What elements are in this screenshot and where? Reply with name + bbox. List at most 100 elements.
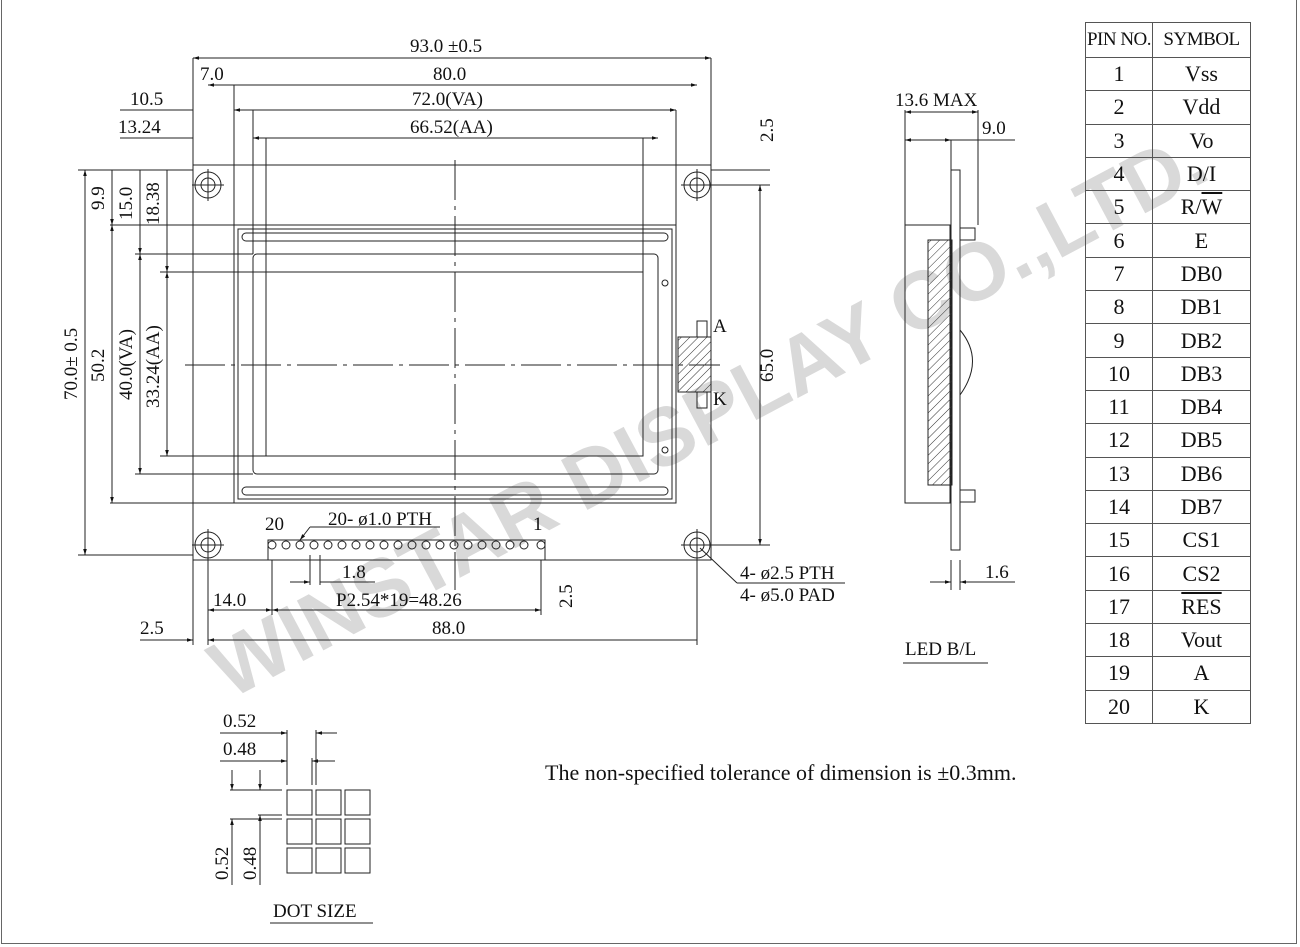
dim-9-9: 9.9 [88,186,109,210]
dot-size-v: 0.48 [240,847,261,880]
dim-hole-pitch-v: 65.0 [757,349,778,382]
dim-pin-pitch: P2.54*19=48.26 [336,590,462,611]
mount-hole-bl [192,529,224,561]
pin-number: 17 [1085,589,1153,625]
pin-number: 15 [1085,523,1153,558]
mount-hole-tl [192,169,224,201]
pin-number: 7 [1085,256,1153,292]
dot-size-caption: DOT SIZE [273,901,357,922]
pin-number: 8 [1085,290,1153,325]
pin-symbol: Vout [1152,623,1251,658]
pin-symbol: DB1 [1152,290,1251,325]
pin-symbol: DB5 [1152,423,1251,458]
dim-1-6: 1.6 [985,562,1009,583]
pin-hole-note: 20- ø1.0 PTH [328,509,432,530]
overlined-w: W [1201,194,1223,220]
pin-header [267,539,546,561]
dim-2-5-left: 2.5 [140,618,164,639]
dim-hole-pitch: 80.0 [433,64,466,85]
header-pin-no: PIN NO. [1085,22,1153,58]
pin-number: 6 [1085,223,1153,258]
tolerance-note: The non-specified tolerance of dimension… [545,760,1017,785]
dim-14: 14.0 [213,590,246,611]
pin-symbol: Vdd [1152,90,1251,125]
led-cathode-label: K [713,389,727,410]
pin-1-label: 1 [533,514,543,535]
pin-symbol: DB3 [1152,356,1251,391]
pin-symbol: K [1152,689,1251,724]
dim-va-width: 72.0(VA) [412,89,483,110]
dim-top-2-5: 2.5 [757,118,778,142]
pin-symbol: DB6 [1152,456,1251,491]
pin-number: 11 [1085,389,1153,425]
pin-symbol: DB4 [1152,389,1251,425]
dim-13-24: 13.24 [118,117,161,138]
pin-number: 19 [1085,656,1153,691]
pin-number: 5 [1085,190,1153,225]
pin-symbol: CS2 [1152,556,1251,591]
pin-symbol: Vss [1152,56,1251,92]
dim-7: 7.0 [200,64,224,85]
pin-number: 9 [1085,323,1153,358]
pin-number: 10 [1085,356,1153,391]
dim-aa-width: 66.52(AA) [410,117,493,138]
pin-20-label: 20 [265,514,284,535]
dim-1-8: 1.8 [342,562,366,583]
mount-hole-tr [681,169,713,201]
dim-overall-height: 70.0± 0.5 [61,328,82,400]
pin-symbol: CS1 [1152,523,1251,558]
table-row: 17 RES [1085,589,1251,625]
pin-symbol: DB7 [1152,489,1251,525]
pin-number: 13 [1085,456,1153,491]
dim-10-5: 10.5 [130,89,163,110]
watermark: WINSTAR DISPLAY CO.,LTD. [196,113,1222,716]
header-symbol: SYMBOL [1152,22,1251,58]
pin-holes [267,540,546,550]
pin-symbol: E [1152,223,1251,258]
pin-number: 3 [1085,123,1153,158]
dim-va-height: 40.0(VA) [116,329,137,400]
pin-number: 18 [1085,623,1153,658]
led-anode-label: A [713,316,727,337]
dim-15: 15.0 [116,187,137,220]
dim-18-38: 18.38 [143,182,164,225]
pin-symbol: RES [1152,589,1251,625]
pin-symbol: D/I [1152,156,1251,192]
pin-number: 1 [1085,56,1153,92]
pin-number: 20 [1085,689,1153,724]
mount-hole-br [681,529,713,561]
pin-symbol: DB2 [1152,323,1251,358]
pin-number: 16 [1085,556,1153,591]
dim-88: 88.0 [432,618,465,639]
dim-9-0: 9.0 [982,118,1006,139]
dim-13-6-max: 13.6 MAX [895,90,978,111]
pin-number: 12 [1085,423,1153,458]
side-view-caption: LED B/L [905,639,976,660]
overlined-res: RES [1181,593,1222,619]
pin-symbol: A [1152,656,1251,691]
mount-hole-note-2: 4- ø5.0 PAD [740,585,835,606]
pin-symbol: Vo [1152,123,1251,158]
pin-number: 4 [1085,156,1153,192]
